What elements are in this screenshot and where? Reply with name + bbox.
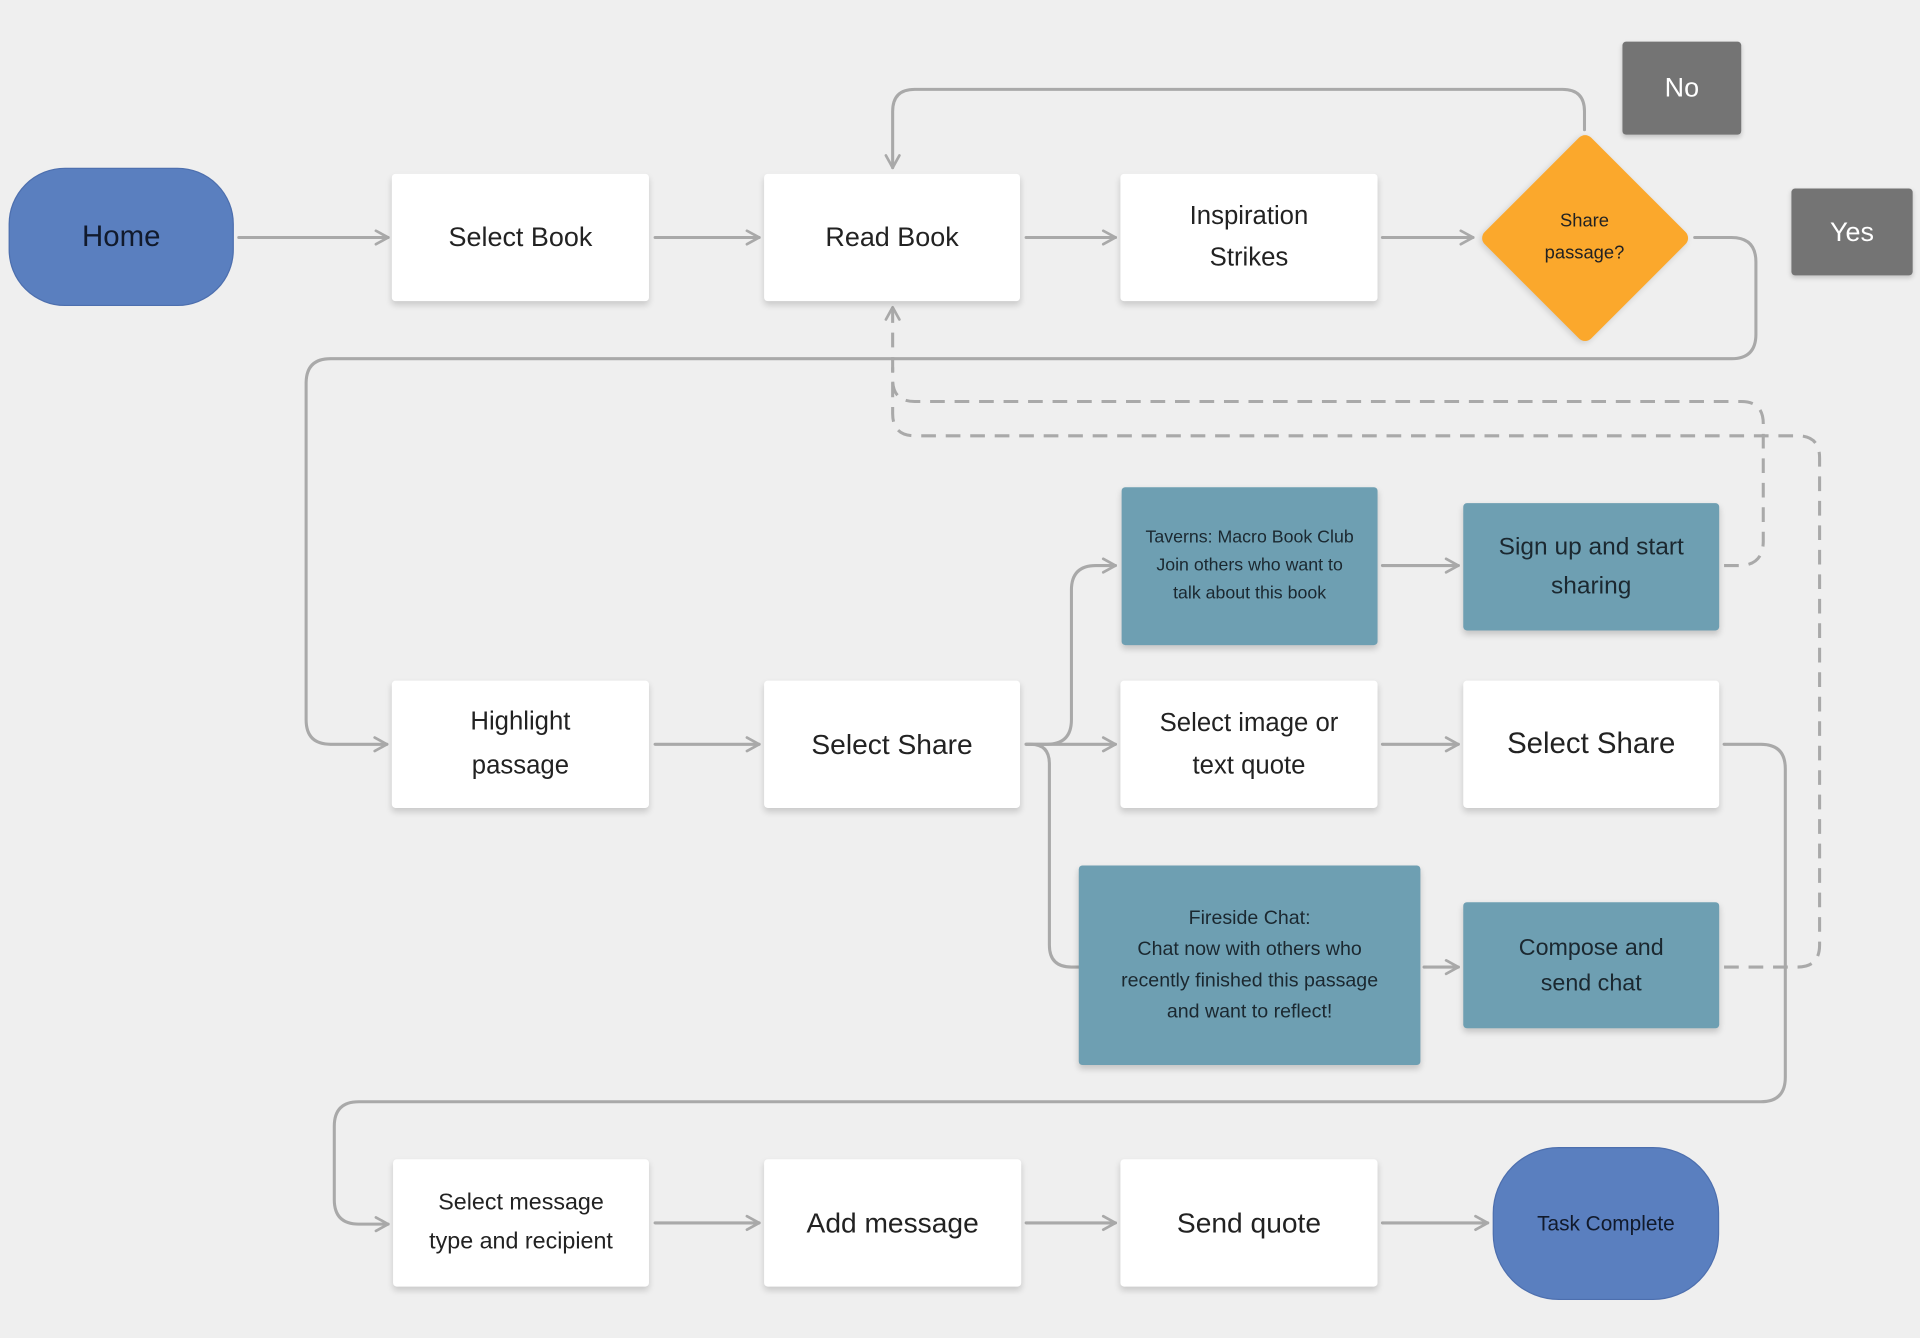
node-fireside-chat: Fireside Chat: Chat now with others who …	[1078, 865, 1421, 1066]
node-label-task-complete: Task Complete	[1537, 1211, 1675, 1235]
node-label-line: Join others who want to	[1156, 555, 1343, 576]
node-select-book: Select Book	[391, 173, 649, 302]
node-select-message: Select message type and recipient	[393, 1159, 649, 1287]
end-node-task-complete: Task Complete	[1492, 1147, 1720, 1301]
connector-select-share-to-fireside	[1024, 742, 1081, 969]
node-label-line: Sign up and start	[1498, 533, 1684, 561]
decision-label-line: Share	[1559, 210, 1609, 232]
node-label-line: sharing	[1551, 572, 1632, 600]
connector-decision-no-to-read-book	[884, 87, 1587, 170]
node-label-line: Strikes	[1209, 243, 1289, 272]
node-label-line: Highlight	[470, 707, 571, 736]
node-label-line: Taverns: Macro Book Club	[1145, 527, 1354, 548]
connector-sign-up-to-read-book	[884, 305, 1765, 568]
connector-decision-yes-to-highlight	[304, 235, 1758, 753]
node-compose-chat: Compose and send chat	[1463, 902, 1720, 1029]
node-label-select-share: Select Share	[811, 727, 973, 760]
node-label-add-message: Add message	[806, 1206, 979, 1239]
node-label-line: Select message	[438, 1189, 604, 1216]
connector-select-share-to-select-message	[332, 742, 1787, 1233]
node-label-line: Inspiration	[1189, 201, 1309, 231]
node-label-line: text quote	[1192, 751, 1306, 780]
decision-share-passage: Share passage?	[1477, 131, 1693, 344]
connector-select-share-to-taverns	[1024, 557, 1118, 746]
answer-label-text: Yes	[1830, 216, 1875, 247]
start-node-home: Home	[8, 167, 234, 307]
decision-label: Share passage?	[1477, 132, 1693, 343]
answer-label-no: No	[1622, 41, 1742, 135]
decision-label-line: passage?	[1544, 242, 1625, 264]
node-select-share: Select Share	[764, 680, 1021, 808]
node-label-line: passage	[471, 751, 570, 780]
node-label-line: Select image or	[1159, 708, 1339, 737]
node-label-select-book: Select Book	[448, 221, 593, 253]
node-add-message: Add message	[764, 1159, 1022, 1287]
node-taverns: Taverns: Macro Book Club Join others who…	[1121, 487, 1378, 646]
connector-compose-to-read-book	[891, 367, 1822, 969]
node-send-quote: Send quote	[1120, 1159, 1378, 1287]
node-label-read-book: Read Book	[825, 221, 959, 253]
answer-label-yes: Yes	[1791, 188, 1913, 276]
node-label-line: send chat	[1540, 970, 1642, 996]
node-highlight-passage: Highlight passage	[391, 680, 649, 808]
node-select-share-quote: Select Share	[1463, 680, 1720, 808]
node-label-send-quote: Send quote	[1176, 1206, 1322, 1239]
node-label-select-share: Select Share	[1507, 727, 1676, 761]
answer-label-text: No	[1664, 72, 1700, 103]
node-label-line: Chat now with others who	[1137, 938, 1362, 960]
node-label-line: Compose and	[1518, 934, 1664, 961]
node-label-home: Home	[82, 219, 161, 253]
node-select-image: Select image or text quote	[1120, 680, 1378, 808]
node-inspiration-strikes: Inspiration Strikes	[1120, 173, 1378, 302]
node-label-line: talk about this book	[1173, 583, 1327, 604]
node-label-line: type and recipient	[429, 1229, 613, 1255]
node-label-line: recently finished this passage	[1121, 970, 1379, 991]
node-label-line: Fireside Chat:	[1188, 907, 1311, 929]
node-label-line: and want to reflect!	[1166, 1001, 1333, 1023]
node-sign-up: Sign up and start sharing	[1463, 503, 1720, 631]
node-read-book: Read Book	[764, 173, 1021, 302]
